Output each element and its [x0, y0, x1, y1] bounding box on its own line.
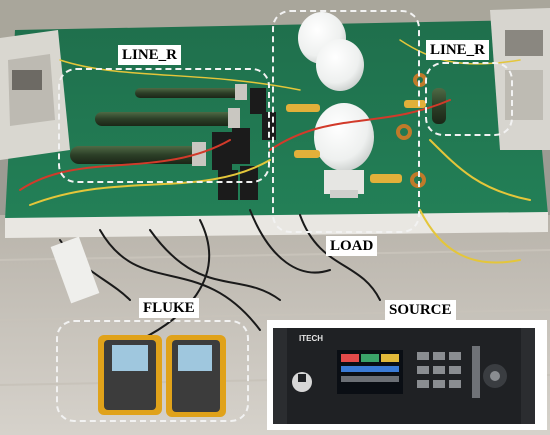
left-instrument [0, 30, 70, 160]
line-r-right-region [425, 62, 513, 136]
label-line-r-right: LINE_R [426, 40, 490, 60]
right-instrument [490, 8, 550, 150]
fluke-analyzers [98, 335, 226, 417]
label-fluke: FLUKE [139, 298, 199, 318]
bench-mat [5, 20, 548, 220]
line-r-right-resistor [432, 88, 446, 124]
fluke-region [56, 320, 249, 422]
label-line-r-left: LINE_R [118, 45, 182, 65]
load-region [272, 10, 420, 233]
label-source: SOURCE [385, 300, 456, 320]
line-r-left-region [58, 68, 270, 183]
power-strip [50, 236, 100, 304]
source-inset: ITECH [267, 320, 547, 430]
label-load: LOAD [326, 236, 378, 256]
source-brand: ITECH [299, 334, 323, 343]
yellow-components [286, 100, 426, 183]
source-instrument [273, 328, 535, 424]
